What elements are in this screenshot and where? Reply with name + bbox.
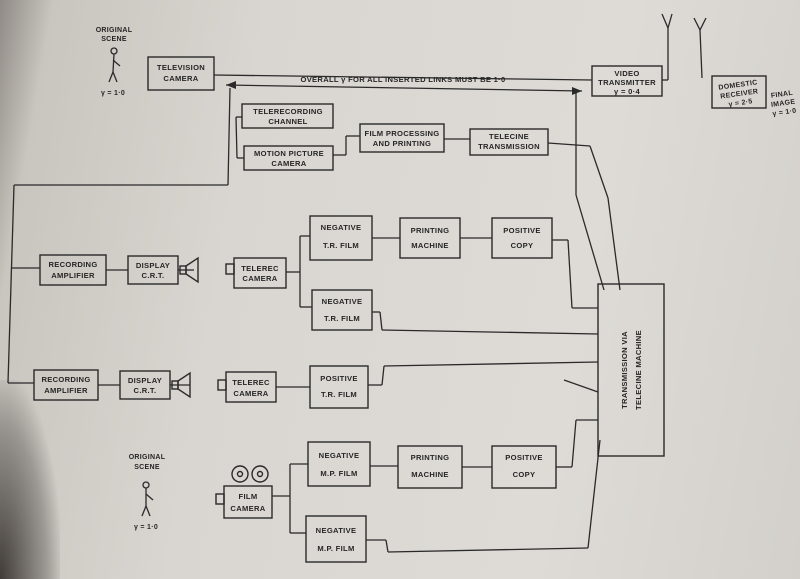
final-image-gamma: γ = 1·0 [772, 108, 797, 118]
motion-picture-camera-label: MOTION PICTURE [254, 149, 324, 158]
display-crt-label: C.R.T. [134, 386, 157, 395]
printing-machine-box [397, 445, 463, 489]
telerec-camera-box [233, 257, 287, 289]
scene-gamma: γ = 1·0 [101, 90, 125, 97]
positive-copy-label: COPY [511, 241, 534, 250]
antenna-icon [661, 13, 673, 29]
telerecording-channel-box [241, 103, 334, 129]
video-transmitter-gamma: γ = 0·4 [614, 87, 640, 96]
film-camera-box [223, 485, 273, 519]
negative-mp-film-box [305, 515, 367, 563]
negative-mp-film-label: NEGATIVE [316, 526, 357, 535]
film-camera-icon [215, 465, 269, 505]
boxes [33, 56, 767, 563]
video-transmitter-box [591, 65, 663, 97]
printing-machine-label: PRINTING [411, 226, 450, 235]
display-crt-box [119, 370, 171, 400]
display-crt-label: DISPLAY [128, 376, 162, 385]
motion-picture-camera-box [243, 145, 334, 171]
printing-machine-label: PRINTING [411, 453, 450, 462]
negative-tr-film-label: NEGATIVE [322, 297, 363, 306]
film-camera-label: CAMERA [230, 504, 265, 513]
telecine-transmission-box [469, 128, 549, 156]
recording-amplifier-label: RECORDING [48, 260, 97, 269]
transmission-label: TELECINE MACHINE [634, 330, 643, 410]
negative-mp-film-label: M.P. FILM [317, 544, 354, 553]
domestic-receiver-box [711, 75, 767, 109]
negative-mp-film-label: NEGATIVE [319, 451, 360, 460]
negative-tr-film-label: T.R. FILM [323, 241, 359, 250]
positive-copy-label: POSITIVE [503, 226, 540, 235]
television-camera-box [147, 56, 215, 91]
telerec-camera-box [225, 371, 277, 403]
positive-tr-film-label: POSITIVE [320, 374, 357, 383]
antenna-icon [693, 17, 707, 31]
recording-amplifier-box [33, 369, 99, 401]
telerec-camera-label: CAMERA [233, 389, 268, 398]
telerec-camera-label: CAMERA [242, 274, 277, 283]
recording-amplifier-box [39, 254, 107, 286]
video-transmitter-label: VIDEO [614, 69, 639, 78]
scene-gamma: γ = 1·0 [134, 524, 158, 531]
final-image-label: IMAGE [771, 99, 796, 109]
negative-tr-film-box [309, 215, 373, 261]
final-image-label: FINAL [771, 90, 794, 100]
telerec-camera-label: TELEREC [232, 378, 270, 387]
printing-machine-label: MACHINE [411, 470, 449, 479]
telerecording-channel-label: TELERECORDING [253, 107, 323, 116]
stick-figure-icon [141, 481, 154, 517]
negative-mp-film-label: M.P. FILM [320, 469, 357, 478]
printing-machine-label: MACHINE [411, 241, 449, 250]
negative-mp-film-box [307, 441, 371, 487]
negative-tr-film-label: T.R. FILM [324, 314, 360, 323]
page-shadow [0, 380, 60, 579]
positive-copy-box [491, 445, 557, 489]
telerec-camera-label: TELEREC [241, 264, 279, 273]
negative-tr-film-box [311, 289, 373, 331]
film-processing-label: AND PRINTING [373, 139, 431, 148]
original-scene-label: SCENE [134, 464, 160, 471]
transmission-box [597, 283, 665, 457]
telecine-transmission-label: TELECINE [489, 132, 529, 141]
television-camera-label: TELEVISION [157, 63, 205, 72]
display-crt-box [127, 255, 179, 285]
overall-gamma-note: OVERALL γ FOR ALL INSERTED LINKS MUST BE… [300, 75, 505, 84]
television-camera-label: CAMERA [163, 74, 198, 83]
stick-figure-icon [108, 47, 121, 83]
video-transmitter-label: TRANSMITTER [598, 78, 656, 87]
original-scene-label: ORIGINAL [129, 454, 166, 461]
crt-screen-icon [171, 371, 191, 399]
display-crt-label: DISPLAY [136, 261, 170, 270]
crt-screen-icon [179, 256, 199, 284]
connection-lines [7, 28, 703, 553]
film-processing-box [359, 123, 445, 153]
motion-picture-camera-label: CAMERA [271, 159, 306, 168]
domestic-receiver-gamma: γ = 2·5 [728, 98, 753, 108]
positive-tr-film-label: T.R. FILM [321, 390, 357, 399]
recording-amplifier-label: AMPLIFIER [51, 271, 95, 280]
display-crt-label: C.R.T. [142, 271, 165, 280]
positive-copy-box [491, 217, 553, 259]
positive-copy-label: POSITIVE [505, 453, 542, 462]
positive-copy-label: COPY [513, 470, 536, 479]
positive-tr-film-box [309, 365, 369, 409]
original-scene-label: ORIGINAL [96, 27, 133, 34]
printing-machine-box [399, 217, 461, 259]
camera-lens-icon [217, 263, 235, 391]
transmission-label: TRANSMISSION VIA [620, 331, 629, 409]
film-camera-label: FILM [239, 492, 258, 501]
recording-amplifier-label: AMPLIFIER [44, 386, 88, 395]
telerecording-channel-label: CHANNEL [268, 117, 307, 126]
negative-tr-film-label: NEGATIVE [321, 223, 362, 232]
film-processing-label: FILM PROCESSING [365, 129, 440, 138]
recording-amplifier-label: RECORDING [41, 375, 90, 384]
telecine-transmission-label: TRANSMISSION [478, 142, 540, 151]
original-scene-label: SCENE [101, 36, 127, 43]
